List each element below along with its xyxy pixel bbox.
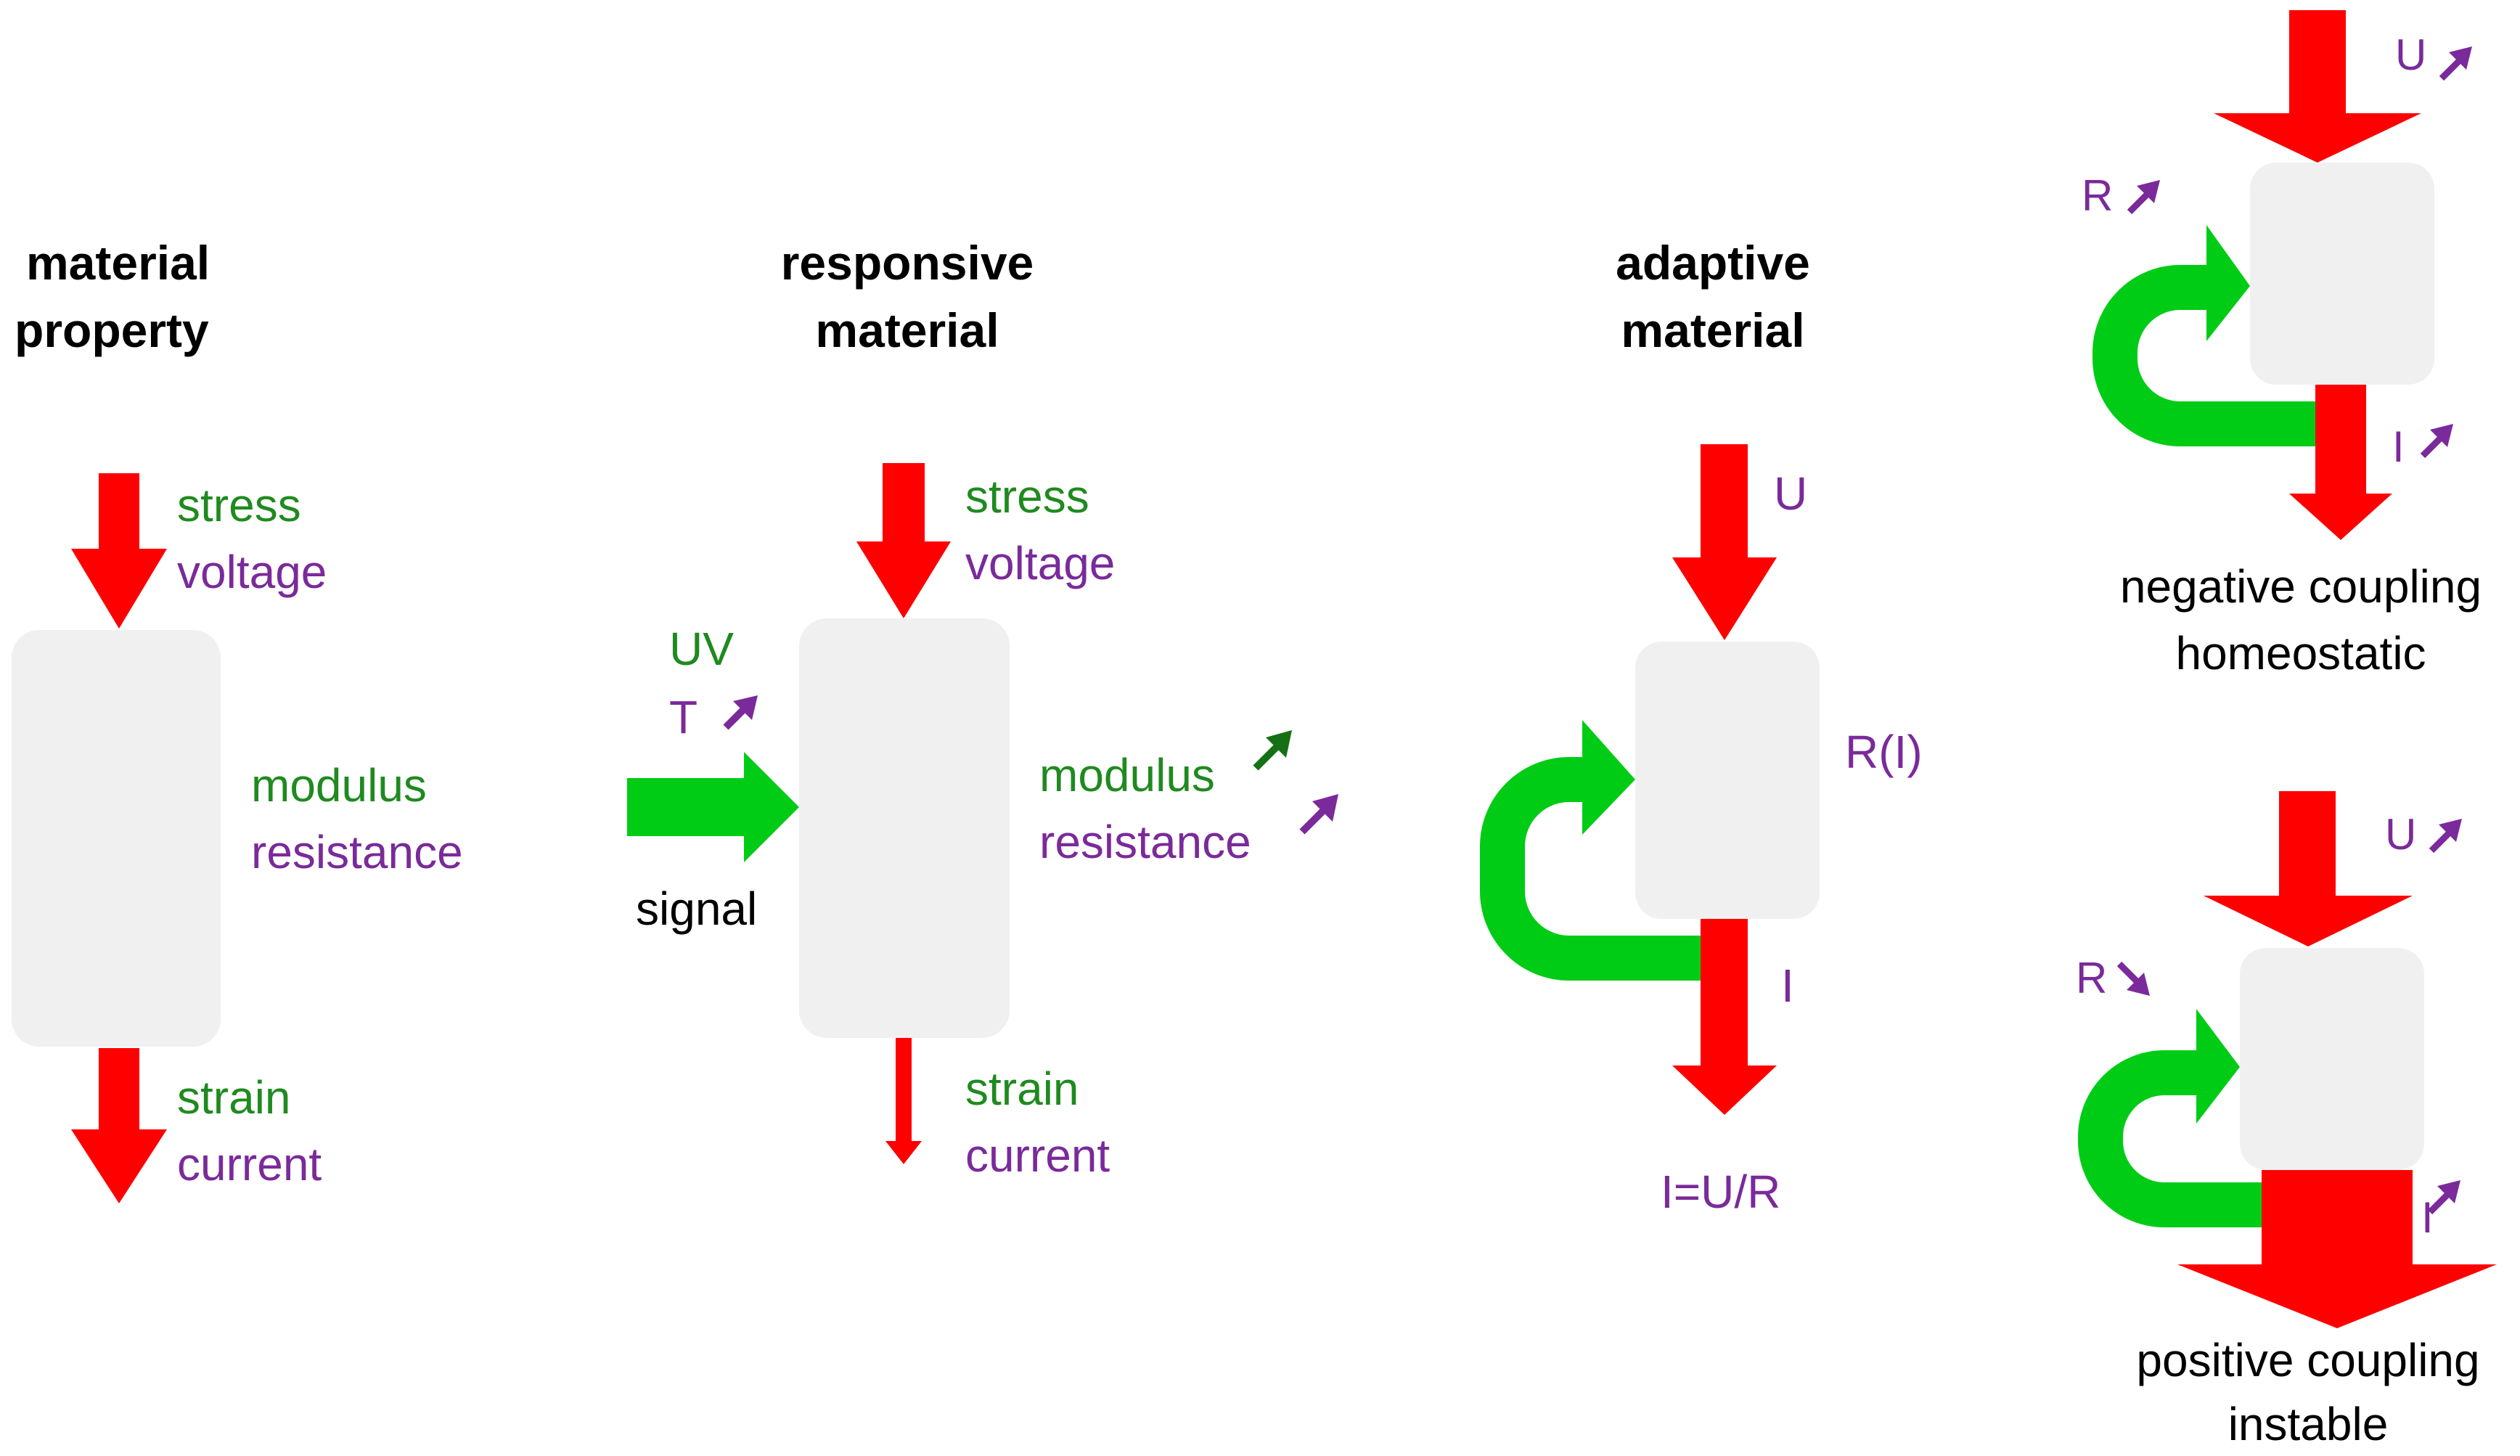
formula-label: I=U/R	[1661, 1166, 1781, 1218]
output-label-strain: strain	[965, 1063, 1079, 1115]
panel-title-line2: property	[15, 303, 209, 357]
panel-material-property	[12, 473, 221, 1203]
panel-adaptive-material	[1480, 444, 1820, 1115]
coupling-caption-line1: positive coupling	[2136, 1334, 2480, 1386]
arrow-up-right-icon	[2429, 819, 2462, 854]
arrow-up-right-icon	[1253, 730, 1292, 771]
output-arrow	[2289, 385, 2392, 540]
property-label-modulus: modulus	[251, 759, 427, 811]
material-box	[1635, 642, 1820, 919]
output-label-i: I	[2392, 422, 2405, 471]
output-arrow	[71, 1048, 167, 1203]
input-label-stress: stress	[177, 479, 301, 531]
panel-title-line2: material	[1621, 303, 1805, 357]
resistance-label-r: R	[2082, 171, 2114, 220]
signal-label-t: T	[669, 691, 698, 743]
input-label-u: U	[2395, 30, 2427, 79]
arrow-up-right-icon	[2420, 424, 2453, 459]
panel-title-line1: material	[26, 236, 210, 290]
output-arrow	[1672, 919, 1777, 1115]
feedback-arrowhead	[2206, 225, 2250, 341]
arrow-up-right-icon	[1299, 794, 1338, 835]
feedback-arrowhead	[1582, 720, 1635, 835]
feedback-arrowhead	[2196, 1009, 2240, 1124]
panel-negative-coupling	[2092, 10, 2472, 540]
output-label-strain: strain	[177, 1071, 291, 1124]
output-label-current: current	[965, 1129, 1110, 1182]
signal-label: signal	[636, 883, 758, 935]
input-label-voltage: voltage	[177, 546, 327, 598]
property-label-resistance: resistance	[1039, 816, 1251, 868]
input-label-stress: stress	[965, 470, 1089, 523]
feedback-loop	[2078, 1050, 2320, 1227]
coupling-caption-line2: homeostatic	[2175, 627, 2426, 679]
panel-title-line1: responsive	[780, 236, 1034, 290]
feedback-loop	[1480, 757, 1725, 981]
input-arrow	[71, 473, 167, 629]
output-label-current: current	[177, 1138, 322, 1190]
property-label-r-of-i: R(I)	[1845, 726, 1923, 778]
arrow-up-right-icon	[2439, 46, 2472, 81]
output-arrow-thin	[885, 1038, 922, 1164]
material-box	[2250, 163, 2434, 385]
input-arrow	[2214, 10, 2421, 163]
panel-title-line1: adaptive	[1616, 236, 1810, 290]
coupling-caption-line2: instable	[2228, 1398, 2389, 1450]
input-arrow	[1672, 444, 1777, 640]
material-box	[799, 618, 1010, 1038]
input-label-u: U	[1774, 467, 1808, 520]
arrow-up-right-icon	[723, 695, 758, 730]
coupling-caption-line1: negative coupling	[2119, 560, 2482, 613]
material-box	[2240, 948, 2424, 1170]
resistance-label-r: R	[2076, 954, 2108, 1002]
arrow-down-right-icon	[2116, 961, 2150, 996]
signal-label-uv: UV	[669, 623, 734, 675]
feedback-loop	[2092, 265, 2330, 446]
material-box	[12, 630, 221, 1047]
input-arrow	[856, 463, 951, 618]
property-label-modulus: modulus	[1039, 749, 1215, 801]
property-label-resistance: resistance	[251, 826, 463, 878]
panel-responsive-material	[627, 463, 1338, 1164]
arrow-up-right-icon	[2427, 1180, 2460, 1215]
signal-arrow	[627, 752, 799, 862]
output-arrow-wide	[2177, 1170, 2497, 1328]
output-label-i: I	[2421, 1193, 2434, 1242]
input-label-voltage: voltage	[965, 537, 1116, 589]
arrow-up-right-icon	[2127, 180, 2160, 215]
panel-title-line2: material	[815, 303, 999, 357]
panel-positive-coupling	[2078, 791, 2497, 1328]
input-label-u: U	[2385, 810, 2417, 859]
input-arrow	[2204, 791, 2413, 946]
output-label-i: I	[1781, 960, 1794, 1012]
